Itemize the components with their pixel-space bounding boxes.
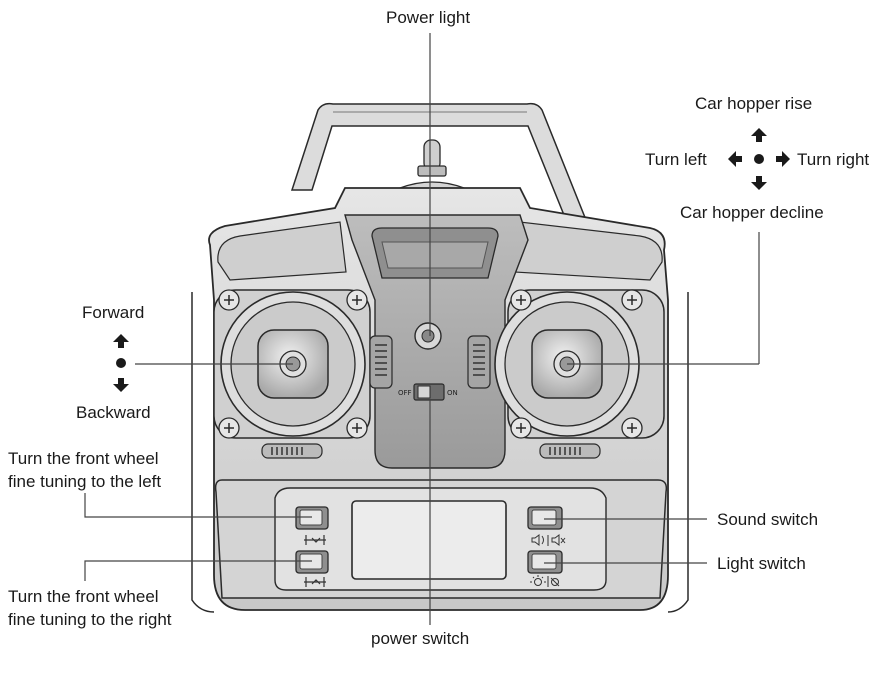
- turn-right-label: Turn right: [797, 150, 870, 169]
- arrow-down-icon: [113, 378, 129, 392]
- leader-lines: [84, 33, 760, 625]
- trim-left-icon: [304, 535, 326, 545]
- lcd-screen: [351, 500, 507, 580]
- car-hopper-rise-label: Car hopper rise: [695, 94, 813, 113]
- sound-switch-button: [527, 506, 566, 546]
- power-light: [414, 322, 442, 350]
- front-wheel-left-label: Turn the front wheel fine tuning to the …: [8, 447, 161, 493]
- switch-off-label: OFF: [398, 389, 412, 397]
- light-switch-button: [527, 550, 563, 587]
- car-hopper-decline-label: Car hopper decline: [680, 203, 824, 222]
- speaker-mute-icon: [551, 534, 566, 546]
- switch-on-label: ON: [447, 389, 458, 397]
- center-dot-icon: [754, 154, 764, 164]
- hopper-turn-indicator: [728, 128, 790, 190]
- backward-label: Backward: [76, 403, 151, 422]
- power-light-label: Power light: [386, 8, 471, 27]
- arrow-up-icon: [113, 334, 129, 348]
- front-wheel-right-line-2: fine tuning to the right: [8, 610, 172, 629]
- arrow-left-icon: [728, 151, 742, 167]
- sound-switch-label: Sound switch: [717, 510, 819, 529]
- arrow-down-icon: [751, 176, 767, 190]
- forward-backward-indicator: [113, 334, 129, 392]
- front-wheel-left-line-2: fine tuning to the left: [8, 472, 162, 491]
- turn-left-label: Turn left: [645, 150, 707, 169]
- bulb-off-icon: [551, 578, 559, 586]
- light-switch-label: Light switch: [717, 554, 806, 573]
- front-wheel-left-line-1: Turn the front wheel: [8, 449, 159, 468]
- speaker-on-icon: [531, 534, 544, 546]
- forward-label: Forward: [82, 303, 145, 322]
- power-switch-label: power switch: [371, 629, 470, 648]
- antenna: [399, 139, 465, 195]
- trim-right-icon: [304, 577, 326, 587]
- trim-right-button: [295, 550, 329, 587]
- front-wheel-right-label: Turn the front wheel fine tuning to the …: [8, 585, 172, 631]
- bulb-on-icon: [534, 578, 542, 586]
- arrow-right-icon: [776, 151, 790, 167]
- center-dot-icon: [116, 358, 126, 368]
- front-wheel-right-line-1: Turn the front wheel: [8, 587, 159, 606]
- left-joystick: [213, 289, 393, 459]
- arrow-up-icon: [751, 128, 767, 142]
- lower-panel: [214, 479, 668, 599]
- power-switch: OFF ON: [398, 383, 458, 401]
